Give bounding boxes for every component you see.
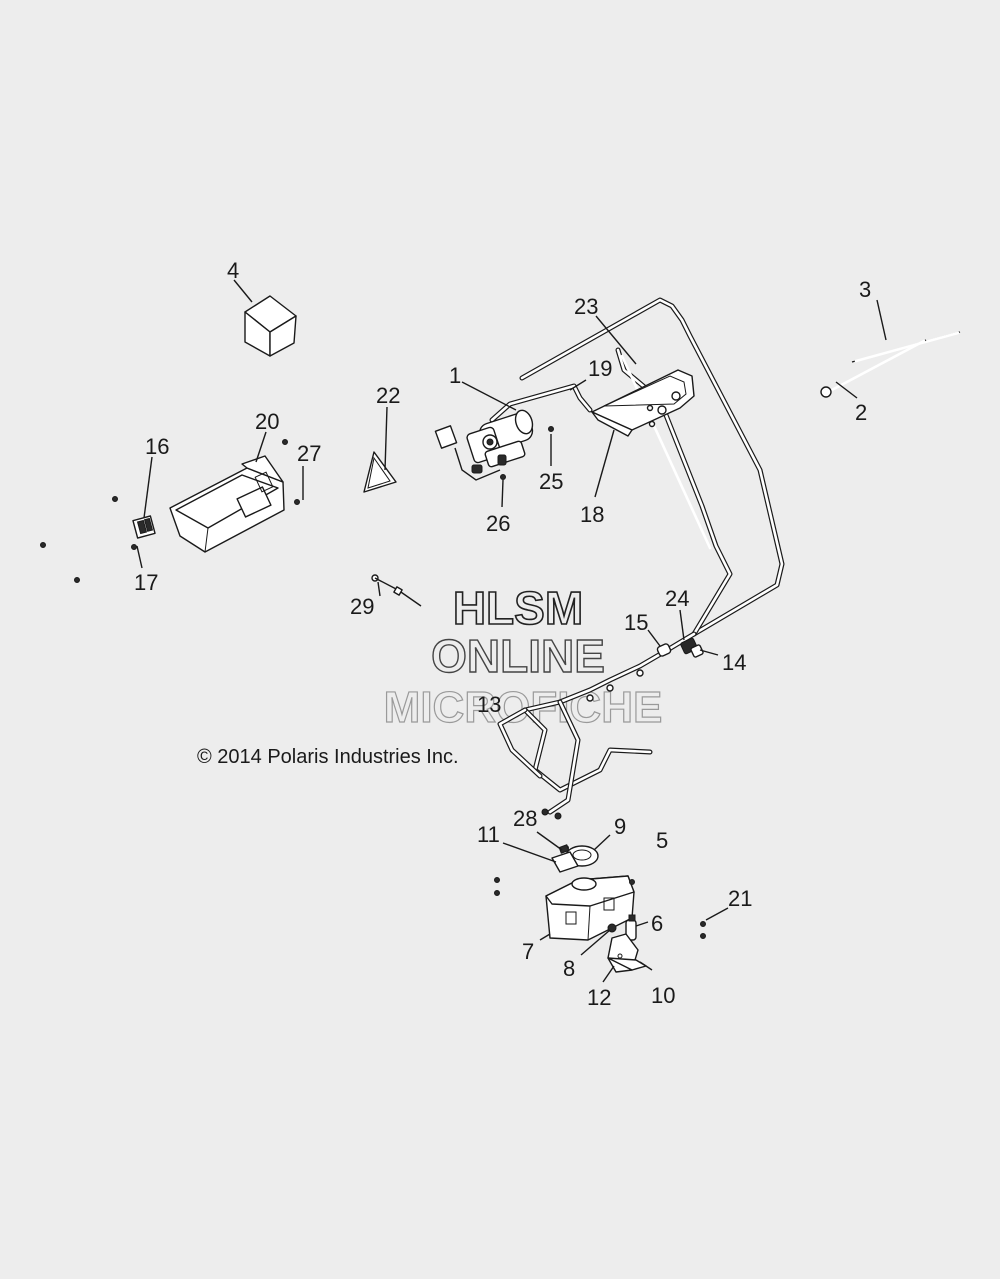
- callout-8: 8: [563, 956, 575, 981]
- callout-13: 13: [477, 692, 501, 717]
- watermark: HLSM ONLINE MICROFICHE: [383, 581, 663, 732]
- part-2-3-wiper-arm-blade: [820, 331, 961, 398]
- callout-17: 17: [134, 570, 158, 595]
- watermark-line-1: HLSM: [453, 582, 583, 634]
- part-29-cable: [371, 574, 422, 607]
- callout-20: 20: [255, 409, 279, 434]
- callout-3: 3: [859, 277, 871, 302]
- callout-19: 19: [588, 356, 612, 381]
- callout-6: 6: [651, 911, 663, 936]
- callout-28: 28: [513, 806, 537, 831]
- callout-26: 26: [486, 511, 510, 536]
- part-13-harness: [497, 669, 653, 820]
- copyright-notice: © 2014 Polaris Industries Inc.: [197, 746, 459, 768]
- part-14-15-24-connectors: [656, 637, 704, 658]
- watermark-line-2: ONLINE: [431, 630, 605, 682]
- callout-7: 7: [522, 939, 534, 964]
- part-1-wiper-motor: [434, 409, 534, 481]
- callout-21: 21: [728, 886, 752, 911]
- callout-27: 27: [297, 441, 321, 466]
- callout-1: 1: [449, 363, 461, 388]
- part-20-console-tray: [169, 455, 285, 553]
- callout-24: 24: [665, 586, 689, 611]
- part-23-rail: [620, 354, 712, 550]
- callout-23: 23: [574, 294, 598, 319]
- callout-29: 29: [350, 594, 374, 619]
- callout-25: 25: [539, 469, 563, 494]
- part-16-switch: [132, 515, 156, 539]
- watermark-line-3: MICROFICHE: [384, 683, 663, 732]
- part-9-11-28-reservoir-cap: [551, 844, 599, 873]
- callout-22: 22: [376, 383, 400, 408]
- callout-10: 10: [651, 983, 675, 1008]
- callout-18: 18: [580, 502, 604, 527]
- callout-14: 14: [722, 650, 746, 675]
- part-4-box: [244, 295, 297, 357]
- callout-15: 15: [624, 610, 648, 635]
- callout-12: 12: [587, 985, 611, 1010]
- leader-lines: [136, 279, 887, 983]
- part-18-motor-cover: [591, 369, 695, 437]
- callout-11: 11: [477, 822, 500, 847]
- callout-9: 9: [614, 814, 626, 839]
- callout-4: 4: [227, 258, 239, 283]
- callout-16: 16: [145, 434, 169, 459]
- part-7-reservoir: [545, 875, 635, 941]
- callout-5: 5: [656, 828, 668, 853]
- callout-2: 2: [855, 400, 867, 425]
- callout-labels: 1 2 3 4 5 6 7 8 9 10 11 12 13 14 15 16 1…: [134, 258, 871, 1010]
- part-22-warning-triangle: [363, 451, 397, 493]
- part-19-hose: [489, 383, 593, 423]
